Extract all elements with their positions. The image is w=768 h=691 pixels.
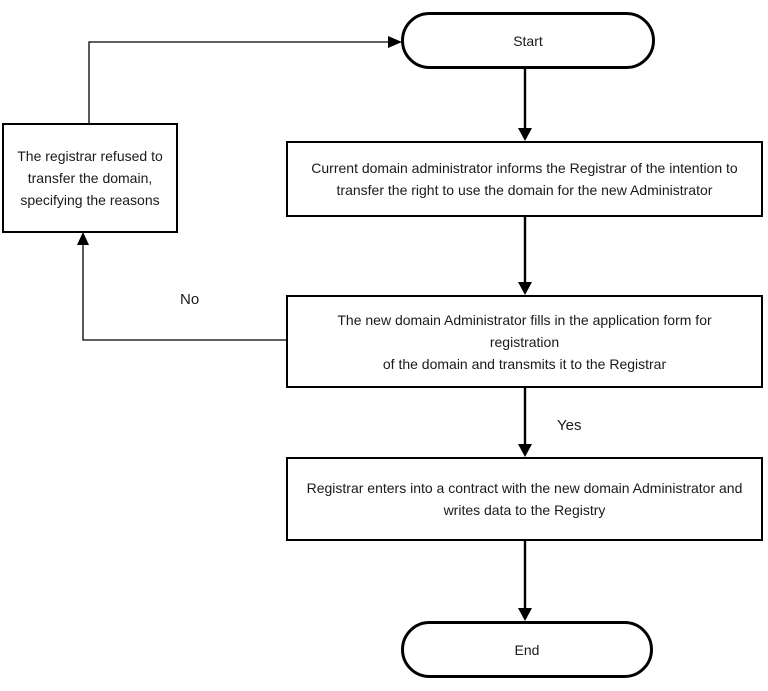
edge-apply-to-contract — [518, 388, 532, 457]
node-end-terminator: End — [401, 621, 653, 678]
edge-refused-to-start — [88, 36, 402, 123]
arrowhead-up-icon — [77, 232, 89, 245]
node-inform-registrar: Current domain administrator informs the… — [286, 141, 763, 217]
node-contract-registry: Registrar enters into a contract with th… — [286, 457, 763, 541]
node-registrar-refused: The registrar refused to transfer the do… — [2, 123, 178, 233]
edge-start-to-inform — [518, 69, 532, 141]
edge-contract-to-end — [518, 541, 532, 621]
arrowhead-right-icon — [388, 36, 402, 48]
node-start-terminator: Start — [401, 12, 655, 69]
node-application-form: The new domain Administrator fills in th… — [286, 295, 763, 388]
arrowhead-down-icon — [518, 608, 532, 621]
arrowhead-down-icon — [518, 444, 532, 457]
edge-label-yes: Yes — [557, 417, 582, 435]
arrowhead-down-icon — [518, 282, 532, 295]
edge-apply-to-refused — [77, 232, 286, 341]
arrowhead-down-icon — [518, 128, 532, 141]
edge-inform-to-apply — [518, 217, 532, 295]
edge-label-no: No — [180, 291, 200, 309]
